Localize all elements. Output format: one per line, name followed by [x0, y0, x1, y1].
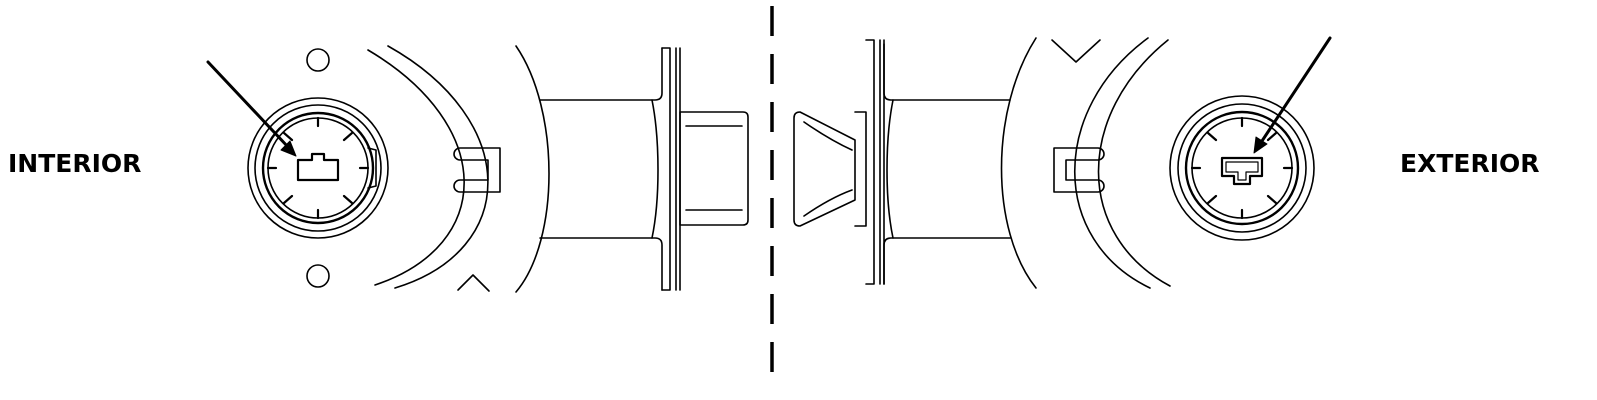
exterior-lock-assembly: [793, 36, 1332, 289]
exterior-knob-curve-back: [886, 99, 894, 239]
exterior-bezel-inner: [1177, 103, 1307, 233]
exterior-key-slot-inner: [1225, 161, 1259, 181]
interior-backset-plate: [661, 47, 671, 291]
interior-bezel-inner: [254, 104, 382, 232]
interior-turn-ticks: [266, 116, 370, 220]
exterior-label: EXTERIOR: [1400, 149, 1540, 178]
interior-lock-assembly: [206, 45, 749, 293]
interior-turn-ring-outer: [261, 111, 375, 225]
interior-spindle-hub: [679, 111, 749, 226]
exterior-backset-plate: [865, 39, 875, 285]
exterior-key-slot: [1220, 156, 1264, 186]
exterior-cylinder-ring-outer: [1184, 110, 1300, 226]
exterior-pointer-arrowhead: [1253, 136, 1268, 154]
interior-spindle-hub-inner: [685, 125, 743, 211]
interior-turn-side-tab: [367, 147, 377, 189]
exterior-pointer-arrow-line: [1258, 36, 1332, 146]
exterior-rose-inner-arc: [1097, 39, 1171, 287]
exterior-knob-body: [883, 43, 1011, 285]
interior-bezel-outer: [247, 97, 389, 239]
exterior-rose-outer-arc: [1073, 37, 1151, 289]
interior-bottom-screw-hole: [306, 264, 330, 288]
exterior-knob-curve-front: [1000, 37, 1037, 289]
exterior-cylinder-ticks: [1190, 116, 1294, 220]
interior-knob-body: [539, 47, 663, 291]
exterior-latch-tab: [1053, 147, 1105, 193]
interior-top-screw-hole: [306, 48, 330, 72]
interior-knob-curve-back: [651, 99, 659, 239]
exterior-bezel-outer: [1169, 95, 1315, 241]
interior-rose-chevron: [457, 274, 490, 292]
interior-knob-curve-front: [515, 45, 550, 293]
interior-latch-tab: [453, 147, 501, 193]
interior-rose-inner-arc: [367, 49, 465, 286]
exterior-spindle-cup-inner: [803, 121, 853, 217]
interior-label: INTERIOR: [8, 149, 142, 178]
exterior-rose-chevron: [1051, 39, 1101, 63]
exterior-spindle-cup: [793, 111, 856, 227]
exterior-spindle-collar: [854, 111, 867, 227]
interior-turn-slot: [296, 152, 340, 182]
interior-pointer-arrowhead: [280, 140, 297, 157]
interior-rose-outer-arc: [387, 45, 489, 289]
interior-pointer-arrow-line: [206, 60, 291, 150]
